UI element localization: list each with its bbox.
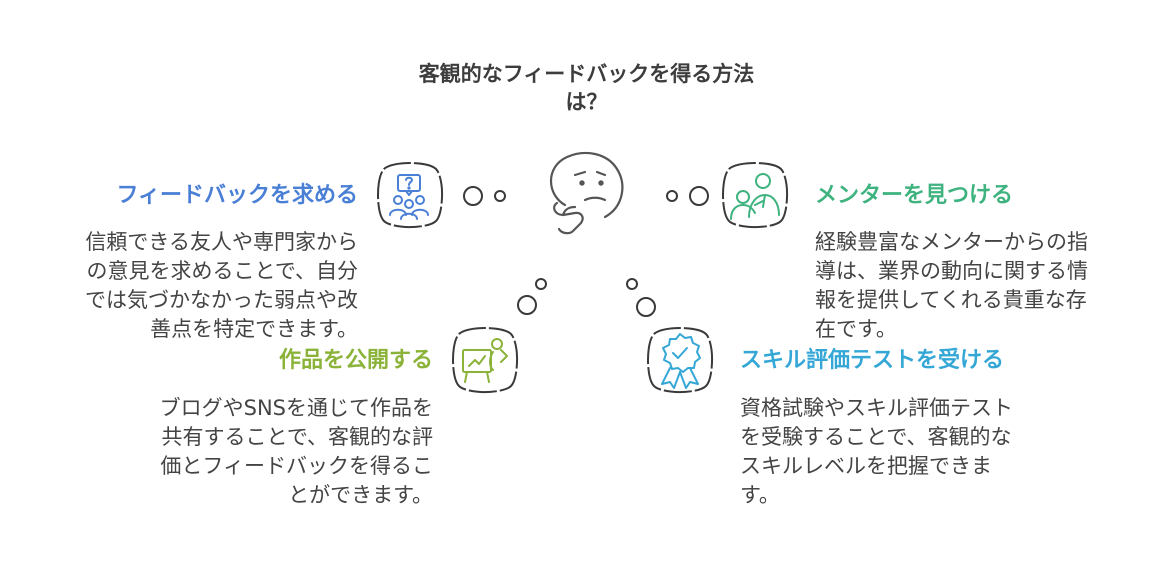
mentor-description: 経験豊富なメンターからの指 導は、業界の動向に関する情 報を提供してくれる貴重な… xyxy=(815,228,1145,344)
mentor-icon xyxy=(715,155,795,235)
skill-line-3: スキルレベルを把握できま xyxy=(740,454,992,478)
bubble-publish-small xyxy=(535,278,547,290)
publish-line-4: とができます。 xyxy=(288,483,433,507)
publish-heading: 作品を公開する xyxy=(278,348,433,373)
feedback-description: 信頼できる友人や専門家から の意見を求めることで、自分 では気づかなかった弱点や… xyxy=(18,228,358,344)
skill-description: 資格試験やスキル評価テスト を受験することで、客観的な スキルレベルを把握できま… xyxy=(740,394,1070,510)
presentation-icon xyxy=(445,320,525,400)
thinking-face-icon xyxy=(535,145,640,245)
bubble-mentor-large xyxy=(689,186,709,206)
people-question-icon xyxy=(370,155,450,235)
publish-description: ブログやSNSを通じて作品を 共有することで、客観的な評 価とフィードバックを得… xyxy=(103,394,433,510)
title-line-1: 客観的なフィードバックを得る方法 xyxy=(418,62,755,86)
feedback-line-2: の意見を求めることで、自分 xyxy=(86,259,358,283)
page-title: 客観的なフィードバックを得る方法 は？ xyxy=(330,60,843,116)
feedback-line-1: 信頼できる友人や専門家から xyxy=(85,230,358,254)
skill-line-2: を受験することで、客観的な xyxy=(740,425,1012,449)
mentor-line-4: 在です。 xyxy=(815,317,897,341)
skill-line-4: す。 xyxy=(740,483,780,507)
bubble-skill-small xyxy=(626,278,638,290)
bubble-feedback-large xyxy=(463,186,483,206)
badge-check-icon xyxy=(640,320,720,400)
skill-line-1: 資格試験やスキル評価テスト xyxy=(740,396,1013,420)
bubble-feedback-small xyxy=(494,190,506,202)
feedback-line-4: 善点を特定できます。 xyxy=(150,317,358,341)
bubble-mentor-small xyxy=(666,190,678,202)
title-line-2: は？ xyxy=(565,90,608,114)
bubble-skill-large xyxy=(636,297,656,317)
skill-heading: スキル評価テストを受ける xyxy=(740,348,1005,373)
publish-line-1: ブログやSNSを通じて作品を xyxy=(159,396,433,420)
mentor-line-2: 導は、業界の動向に関する情 xyxy=(815,259,1088,283)
publish-line-3: 価とフィードバックを得るこ xyxy=(160,454,433,478)
feedback-line-3: では気づかなかった弱点や改 xyxy=(85,288,358,312)
publish-line-2: 共有することで、客観的な評 xyxy=(161,425,433,449)
mentor-line-1: 経験豊富なメンターからの指 xyxy=(815,230,1088,254)
mentor-heading: メンターを見つける xyxy=(815,183,1014,208)
feedback-heading: フィードバックを求める xyxy=(116,183,358,208)
mentor-line-3: 報を提供してくれる貴重な存 xyxy=(815,288,1087,312)
bubble-publish-large xyxy=(517,295,537,315)
